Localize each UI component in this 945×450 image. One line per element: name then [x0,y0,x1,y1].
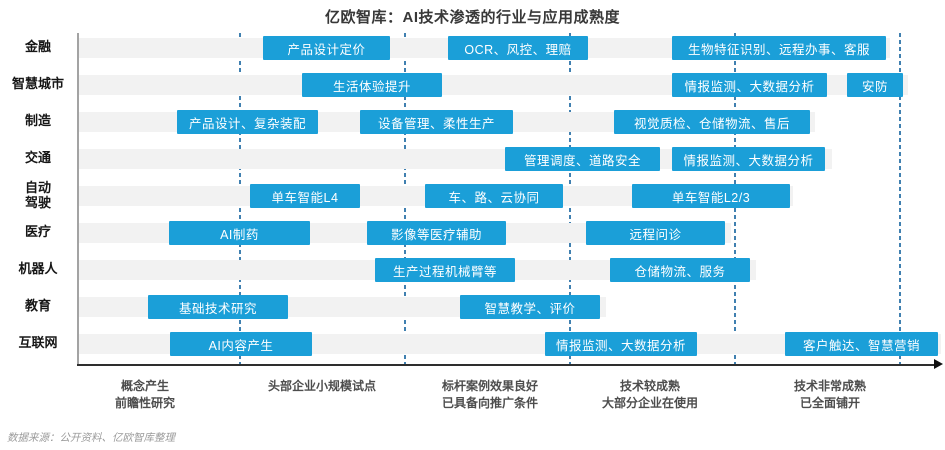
row-label: 机器人 [18,261,58,276]
stage-label-5: 技术非常成熟 已全面铺开 [793,379,867,411]
application-box: 产品设计定价 [263,36,390,60]
application-box: 生产过程机械臂等 [375,258,515,282]
x-axis-line [77,364,935,366]
stage-label-1: 概念产生 前瞻性研究 [114,379,176,411]
application-box: 生物特征识别、远程办事、客服 [672,36,886,60]
application-box: 单车智能L4 [250,184,360,208]
application-box: AI制药 [169,221,310,245]
application-box: 单车智能L2/3 [632,184,790,208]
x-axis-arrowhead [934,359,943,369]
application-box: OCR、风控、理赔 [448,36,588,60]
y-axis-line [77,33,79,365]
application-box: 影像等医疗辅助 [367,221,506,245]
application-box: AI内容产生 [170,332,312,356]
application-box: 视觉质检、仓储物流、售后 [614,110,810,134]
row-label: 互联网 [18,335,58,350]
chart-title: 亿欧智库：AI技术渗透的行业与应用成熟度 [324,9,620,26]
application-box: 远程问诊 [586,221,725,245]
application-box: 车、路、云协同 [425,184,563,208]
application-box: 生活体验提升 [302,73,442,97]
application-box: 设备管理、柔性生产 [360,110,513,134]
application-box: 安防 [847,73,903,97]
data-source-note: 数据来源：公开资料、亿欧智库整理 [7,432,175,444]
stage-label-2: 头部企业小规模试点 [267,379,377,393]
stage-label-4: 技术较成熟 大部分企业在使用 [601,379,699,411]
row-label: 智慧城市 [11,76,64,91]
application-box: 客户触达、智慧营销 [785,332,938,356]
application-box: 基础技术研究 [148,295,288,319]
stage-label-3: 标杆案例效果良好 已具备向推广条件 [441,379,539,411]
application-box: 情报监测、大数据分析 [545,332,697,356]
stage-separator-dashed-line-5 [899,33,901,365]
row-label: 医疗 [24,224,51,239]
application-box: 管理调度、道路安全 [505,147,660,171]
row-label: 交通 [24,150,51,165]
application-box: 智慧教学、评价 [460,295,600,319]
row-label: 自动 驾驶 [24,180,51,210]
row-label: 制造 [24,113,51,128]
application-box: 情报监测、大数据分析 [672,73,827,97]
row-label: 教育 [24,298,51,313]
application-box: 情报监测、大数据分析 [672,147,825,171]
application-box: 仓储物流、服务 [610,258,750,282]
row-label: 金融 [24,39,51,54]
application-box: 产品设计、复杂装配 [177,110,318,134]
